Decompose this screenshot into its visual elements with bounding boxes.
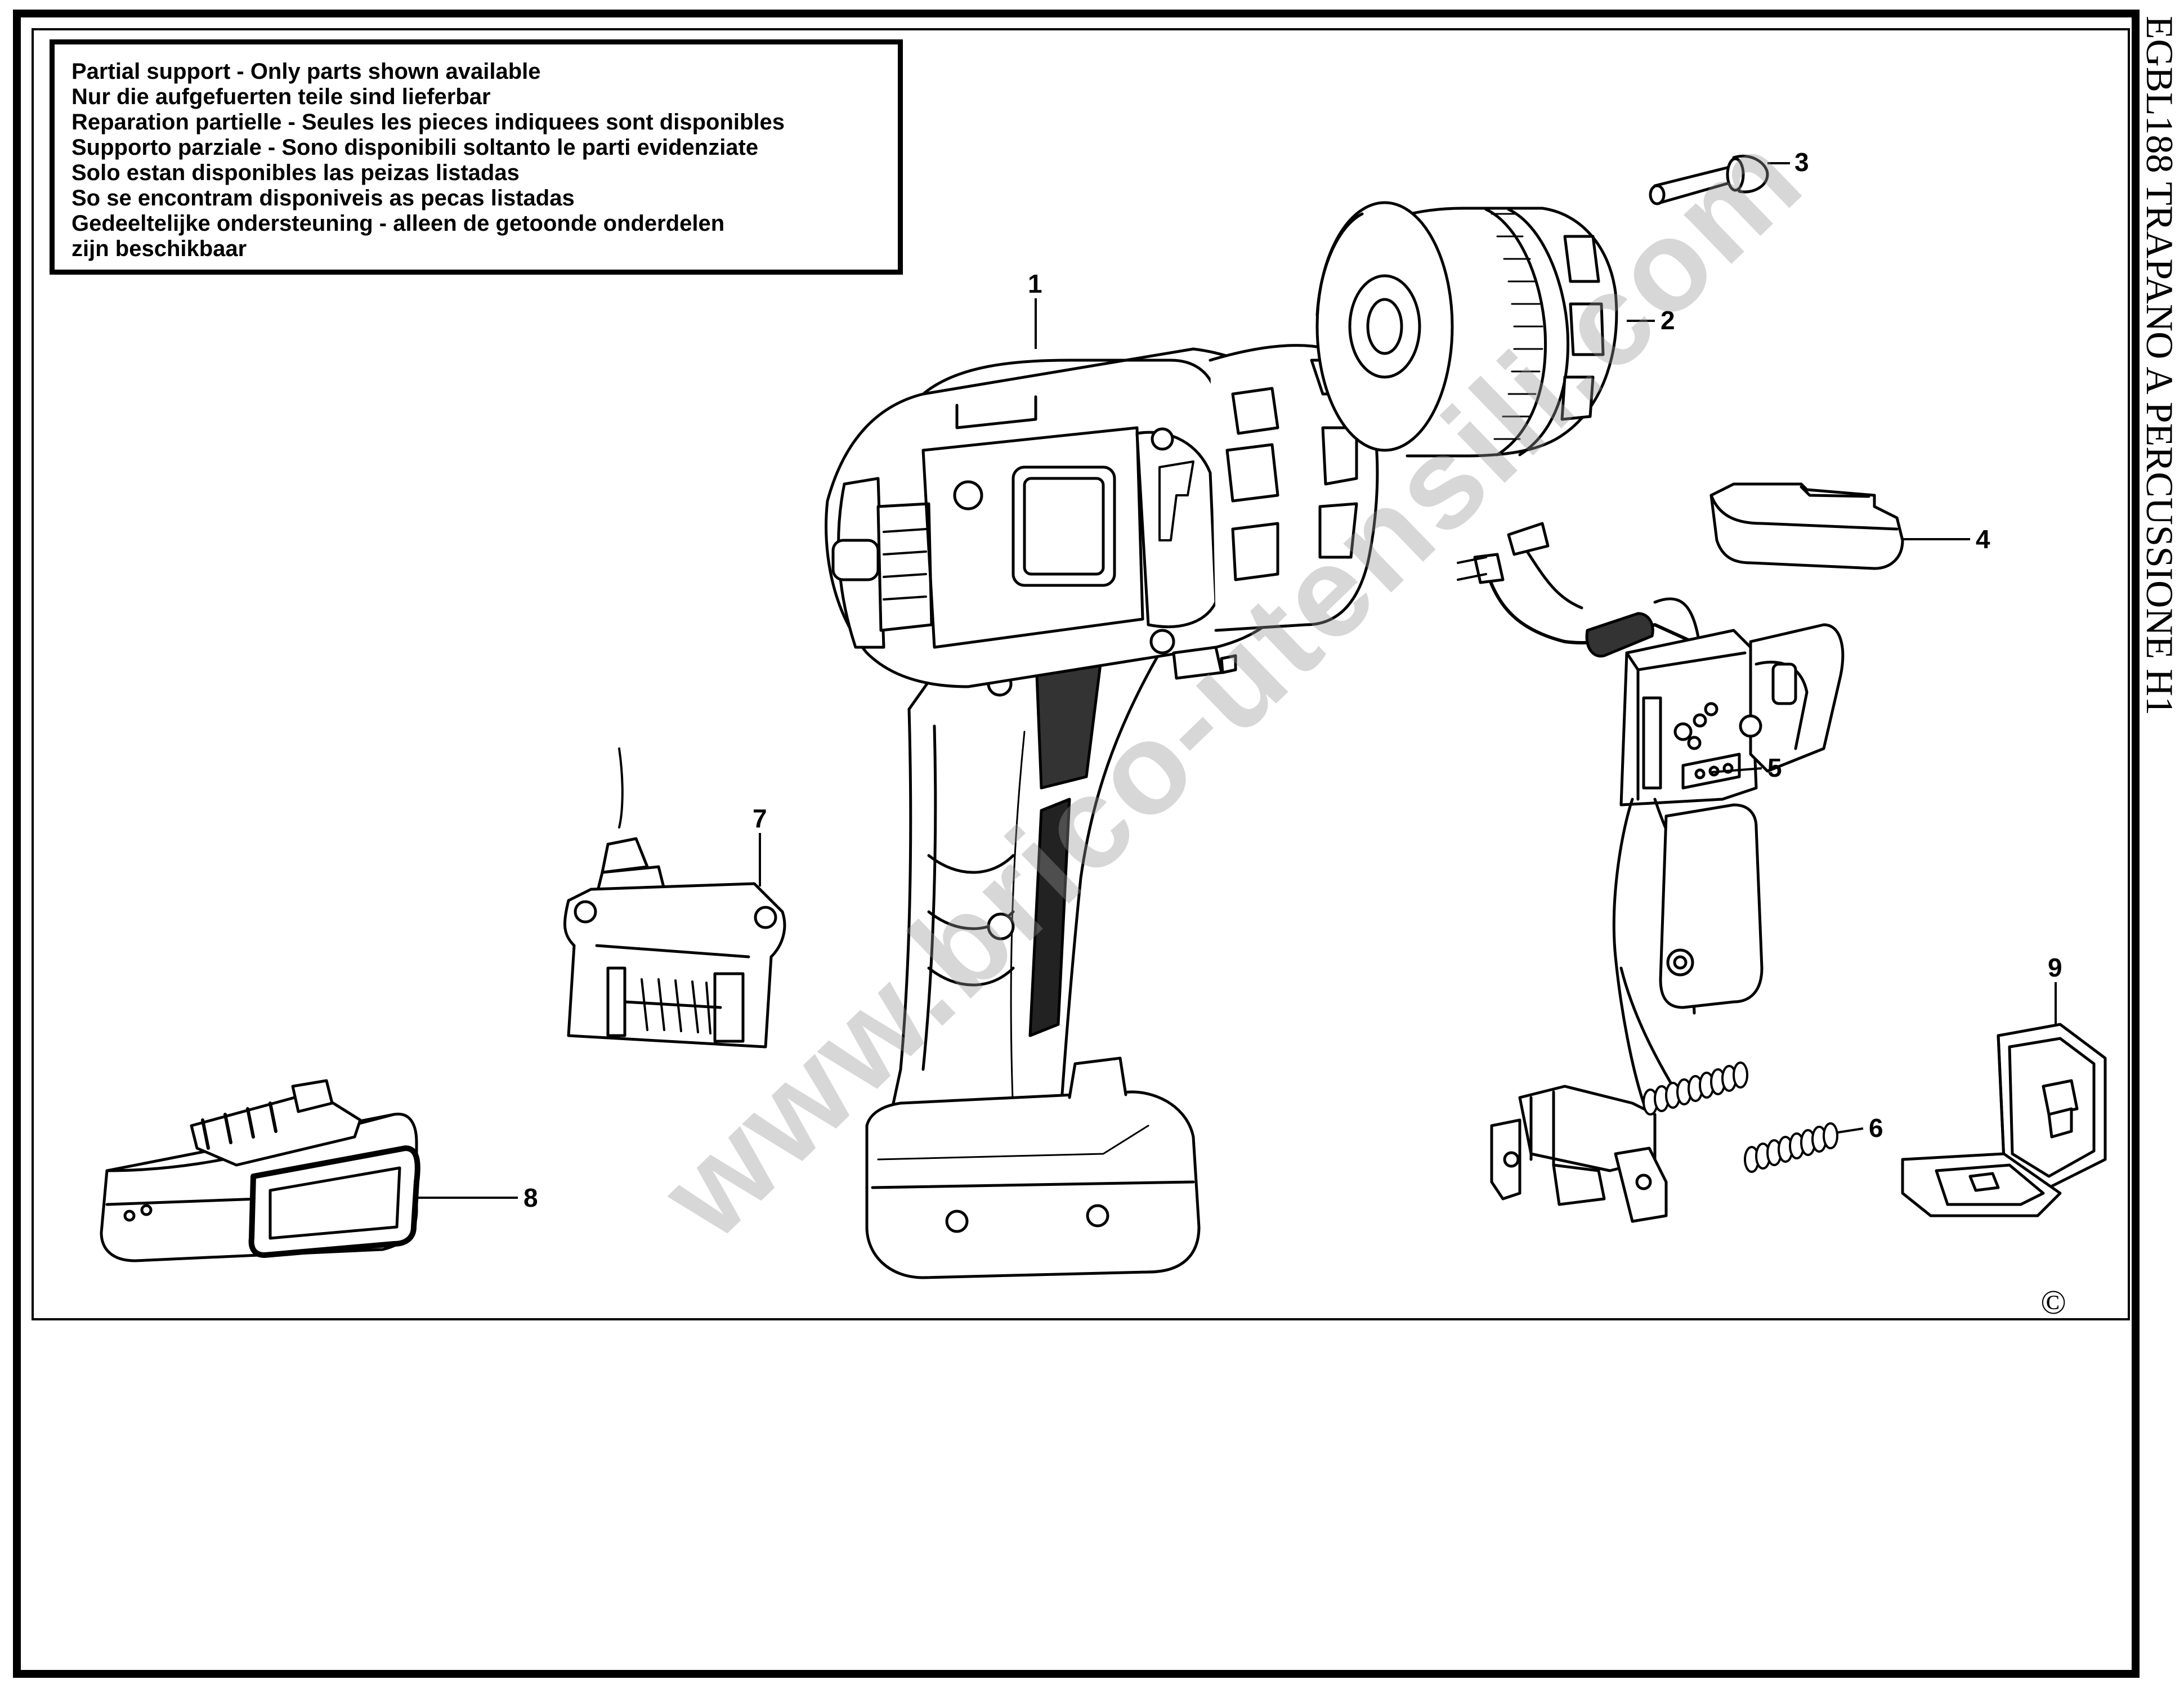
copyright-icon: © (2040, 1284, 2066, 1321)
notice-line-nl: Gedeeltelijke ondersteuning - alleen de … (71, 211, 725, 236)
notice-line-pt: So se encontram disponiveis as pecas lis… (71, 186, 575, 210)
outer-frame (13, 10, 2140, 1678)
callout-9: 9 (2048, 953, 2062, 982)
drawing-frame (32, 28, 2130, 1320)
leader-5 (1711, 767, 1762, 773)
chuck-screw-illustration (1649, 154, 1769, 205)
callout-7: 7 (753, 804, 767, 833)
callout-8: 8 (523, 1183, 538, 1212)
callout-4: 4 (1976, 525, 1990, 554)
chuck-illustration (1315, 201, 1618, 458)
callout-6: 6 (1869, 1113, 1883, 1143)
notice-line-en: Partial support - Only parts shown avail… (71, 59, 541, 84)
callout-leaders (417, 162, 2057, 1199)
callout-numbers: 1 2 3 4 5 6 7 8 9 (523, 147, 2062, 1212)
drill-body-illustration (825, 344, 1379, 1279)
notice-line-fr: Reparation partielle - Seules les pieces… (71, 110, 785, 135)
switch-assembly-illustration (1457, 522, 1845, 1223)
model-title: EGBL188 TRAPANO A PERCUSSIONE H1 (2138, 16, 2181, 716)
callout-3: 3 (1794, 147, 1809, 177)
charger-illustration (563, 747, 786, 1049)
availability-notice: Partial support - Only parts shown avail… (50, 39, 903, 275)
notice-line-es: Solo estan disponibles las peizas listad… (71, 160, 520, 185)
notice-line-de: Nur die aufgefuerten teile sind lieferba… (71, 84, 491, 109)
battery-cover-illustration (1901, 1023, 2107, 1217)
battery-pack-illustration (100, 1079, 420, 1262)
callout-1: 1 (1028, 269, 1042, 298)
notice-line-it: Supporto parziale - Sono disponibili sol… (71, 135, 759, 160)
direction-slider-illustration (1709, 482, 1904, 570)
callout-2: 2 (1661, 306, 1675, 335)
notice-line-nl-cont: zijn beschikbaar (71, 236, 247, 261)
callout-5: 5 (1767, 753, 1782, 782)
leader-6 (1837, 1127, 1864, 1134)
springs-illustration (1643, 1062, 1838, 1173)
